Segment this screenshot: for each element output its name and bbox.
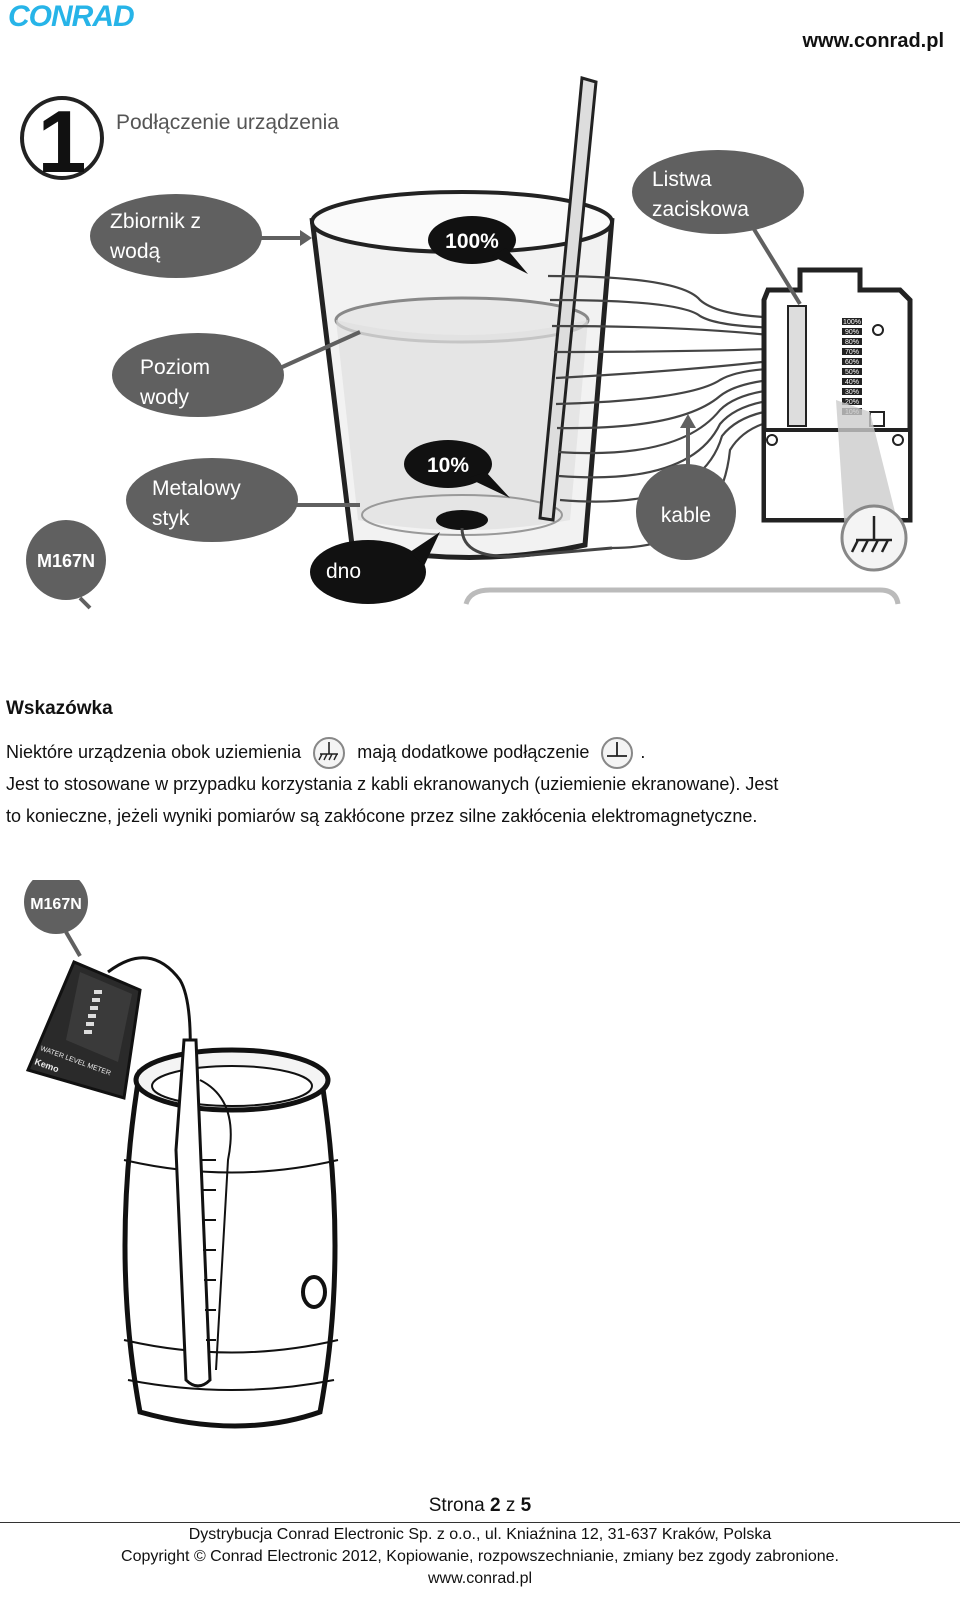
board-level-label: 80% bbox=[845, 339, 859, 346]
footer-site-url[interactable]: www.conrad.pl bbox=[427, 1570, 533, 1587]
shielded-ground-icon bbox=[313, 737, 346, 770]
step-circle bbox=[20, 96, 104, 180]
svg-text:wody: wody bbox=[139, 386, 190, 409]
callout-terminal-strip: Listwa zaciskowa bbox=[632, 150, 804, 306]
terminal-strip bbox=[787, 305, 807, 427]
page-number: Strona 2 z 5 bbox=[0, 1495, 960, 1517]
board-level-label: 40% bbox=[845, 379, 859, 386]
svg-text:zaciskowa: zaciskowa bbox=[652, 198, 749, 221]
svg-text:M167N: M167N bbox=[30, 896, 82, 913]
footer-divider bbox=[0, 1522, 960, 1523]
diagram-title: Podłączenie urządzenia bbox=[116, 111, 339, 134]
callout-100-percent: 100% bbox=[428, 216, 528, 274]
board-level-label: 100% bbox=[843, 319, 861, 326]
page-current: 2 bbox=[490, 1495, 501, 1516]
model-badge: M167N bbox=[26, 520, 106, 610]
barrel-probe bbox=[174, 1038, 212, 1388]
svg-text:M167N: M167N bbox=[37, 551, 95, 571]
metal-contact bbox=[436, 510, 488, 530]
ground-icon bbox=[601, 737, 634, 770]
svg-text:kable: kable bbox=[661, 504, 711, 527]
svg-text:Listwa: Listwa bbox=[652, 168, 712, 191]
step-number: 1 bbox=[38, 92, 87, 191]
svg-text:Zbiornik z: Zbiornik z bbox=[110, 210, 201, 233]
callout-bottom: dno bbox=[310, 532, 440, 604]
level-meter-device: WATER LEVEL METER Kemo bbox=[25, 960, 142, 1100]
board-level-labels: 100%90%80%70%60%50%40%30%20%10% bbox=[842, 318, 862, 416]
svg-text:dno: dno bbox=[326, 560, 361, 583]
hint-line-1: Niektóre urządzenia obok uziemienia mają… bbox=[6, 736, 645, 770]
footer-address: Dystrybucja Conrad Electronic Sp. z o.o.… bbox=[188, 1526, 772, 1543]
callout-tank: Zbiornik z wodą bbox=[90, 194, 312, 278]
callout-water-level: Poziom wody bbox=[112, 330, 361, 417]
board-level-label: 20% bbox=[845, 399, 859, 406]
board-level-label: 30% bbox=[845, 389, 859, 396]
svg-text:wodą: wodą bbox=[109, 240, 161, 263]
svg-text:Metalowy: Metalowy bbox=[152, 477, 241, 500]
header-site-url[interactable]: www.conrad.pl bbox=[802, 30, 945, 52]
hint-line-3: to konieczne, jeżeli wyniki pomiarów są … bbox=[6, 806, 758, 826]
hint-text-1b: mają dodatkowe podłączenie bbox=[357, 742, 590, 762]
page-prefix: Strona bbox=[428, 1495, 485, 1516]
svg-text:Poziom: Poziom bbox=[140, 356, 210, 379]
model-badge-2: M167N bbox=[24, 880, 88, 958]
callout-metal-contact: Metalowy styk bbox=[126, 458, 360, 542]
barrel-bung bbox=[301, 1275, 327, 1309]
callout-10-percent: 10% bbox=[404, 440, 510, 498]
hint-line-2: Jest to stosowane w przypadku korzystani… bbox=[6, 774, 779, 794]
page-total: 5 bbox=[520, 1495, 532, 1516]
hint-title: Wskazówka bbox=[6, 698, 113, 719]
barrel-installation-diagram: M167N WATER LEVEL METER Kemo bbox=[24, 880, 339, 1429]
hint-text-1a: Niektóre urządzenia obok uziemienia bbox=[6, 742, 302, 762]
svg-text:100%: 100% bbox=[445, 230, 499, 253]
svg-text:styk: styk bbox=[152, 507, 190, 530]
conrad-logo: CONRAD bbox=[8, 0, 135, 33]
hint-text-1c: . bbox=[640, 742, 646, 762]
connection-diagram: 1 Podłączenie urządzenia bbox=[20, 76, 913, 610]
callout-cables: kable bbox=[636, 414, 736, 560]
board-level-label: 90% bbox=[845, 329, 859, 336]
footer-copyright: Copyright © Conrad Electronic 2012, Kopi… bbox=[121, 1548, 839, 1565]
board-level-label: 70% bbox=[845, 349, 859, 356]
svg-text:10%: 10% bbox=[427, 454, 469, 477]
board-level-label: 50% bbox=[845, 369, 859, 376]
page-sep: z bbox=[505, 1495, 516, 1516]
board-level-label: 60% bbox=[845, 359, 859, 366]
